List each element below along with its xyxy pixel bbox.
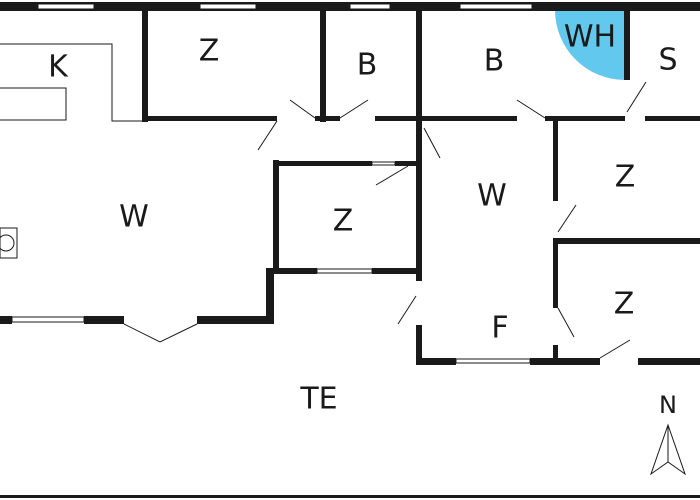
north-label: N bbox=[659, 391, 677, 419]
room-labels: K W Z B B WH S Z W Z Z F TE bbox=[48, 20, 677, 417]
room-label-hall-f: F bbox=[491, 311, 508, 346]
room-label-bath-2: B bbox=[484, 44, 505, 79]
room-label-room-right-2: Z bbox=[614, 287, 635, 322]
appliance-icon bbox=[0, 227, 18, 259]
appliance-circle bbox=[0, 234, 15, 252]
windows bbox=[11, 3, 533, 364]
room-label-room-middle: Z bbox=[333, 204, 354, 239]
water-heater-zone bbox=[555, 10, 625, 80]
north-arrow: N bbox=[650, 391, 686, 476]
doors bbox=[123, 81, 647, 359]
room-label-water-heater: WH bbox=[564, 20, 616, 55]
room-label-bath-1: B bbox=[357, 48, 378, 83]
room-label-hall: W bbox=[477, 179, 507, 214]
room-label-terrace: TE bbox=[299, 382, 337, 417]
room-label-kitchen: K bbox=[48, 50, 69, 85]
room-label-living: W bbox=[119, 200, 149, 235]
room-label-room-top-1: Z bbox=[199, 34, 220, 69]
room-label-room-right-1: Z bbox=[615, 160, 636, 195]
room-label-storage: S bbox=[658, 43, 677, 78]
